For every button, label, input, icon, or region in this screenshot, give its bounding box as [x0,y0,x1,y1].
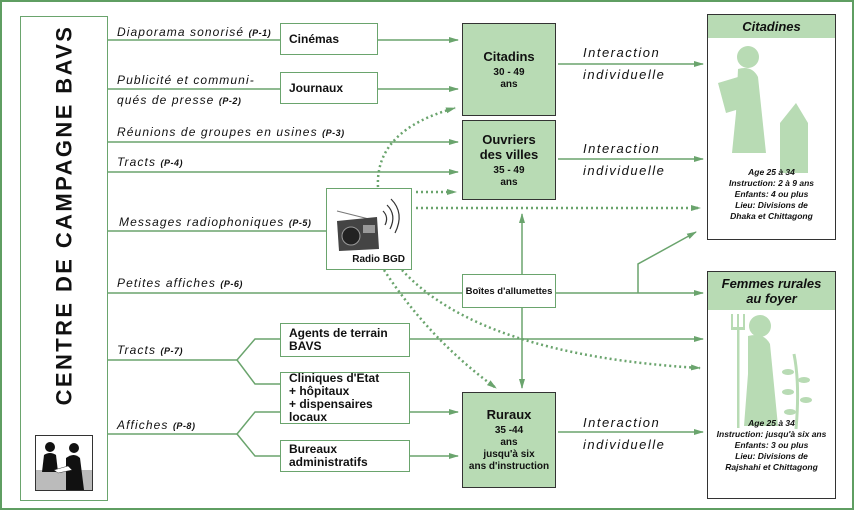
channel-p7: Tracts (P-7) [117,343,183,357]
media-clinics: Cliniques d'Etat+ hôpitaux+ dispensaires… [280,372,410,424]
media-matchboxes: Boîtes d'allumettes [462,274,556,308]
channel-p2-cont: qués de presse (P-2) [117,93,242,107]
channel-p2: Publicité et communi- [117,73,255,87]
media-radio: Radio BGD [326,188,412,270]
media-cinemas: Cinémas [280,23,378,55]
target-ruraux: Ruraux 35 -44 ans jusqu'à six ans d'inst… [462,392,556,488]
channel-p5: Messages radiophoniques (P-5) [119,215,312,229]
campaign-centre-title: CENTRE DE CAMPAGNE BAVS [51,24,76,405]
channel-p3: Réunions de groupes en usines (P-3) [117,125,345,139]
media-admin-offices: Bureaux administratifs [280,440,410,472]
campaign-centre-panel: CENTRE DE CAMPAGNE BAVS [20,16,108,501]
channel-p1: Diaporama sonorisé (P-1) [117,25,272,39]
channel-p6: Petites affiches (P-6) [117,276,243,290]
radio-label: Radio BGD [352,254,405,265]
rural-woman-icon [731,314,812,430]
target-citadins: Citadins 30 - 49 ans [462,23,556,116]
woman-reading-icon [718,46,808,173]
target-ouvriers: Ouvriers des villes 35 - 49 ans [462,120,556,200]
channel-p4: Tracts (P-4) [117,155,183,169]
meeting-illustration-icon [35,435,93,491]
persona-citadines: Citadines Age 25 à 34 Instruction: 2 à 9… [707,14,836,240]
persona-citadines-title: Citadines [708,15,835,38]
radio-icon [336,198,400,251]
channel-p8: Affiches (P-8) [117,418,196,432]
media-journaux: Journaux [280,72,378,104]
